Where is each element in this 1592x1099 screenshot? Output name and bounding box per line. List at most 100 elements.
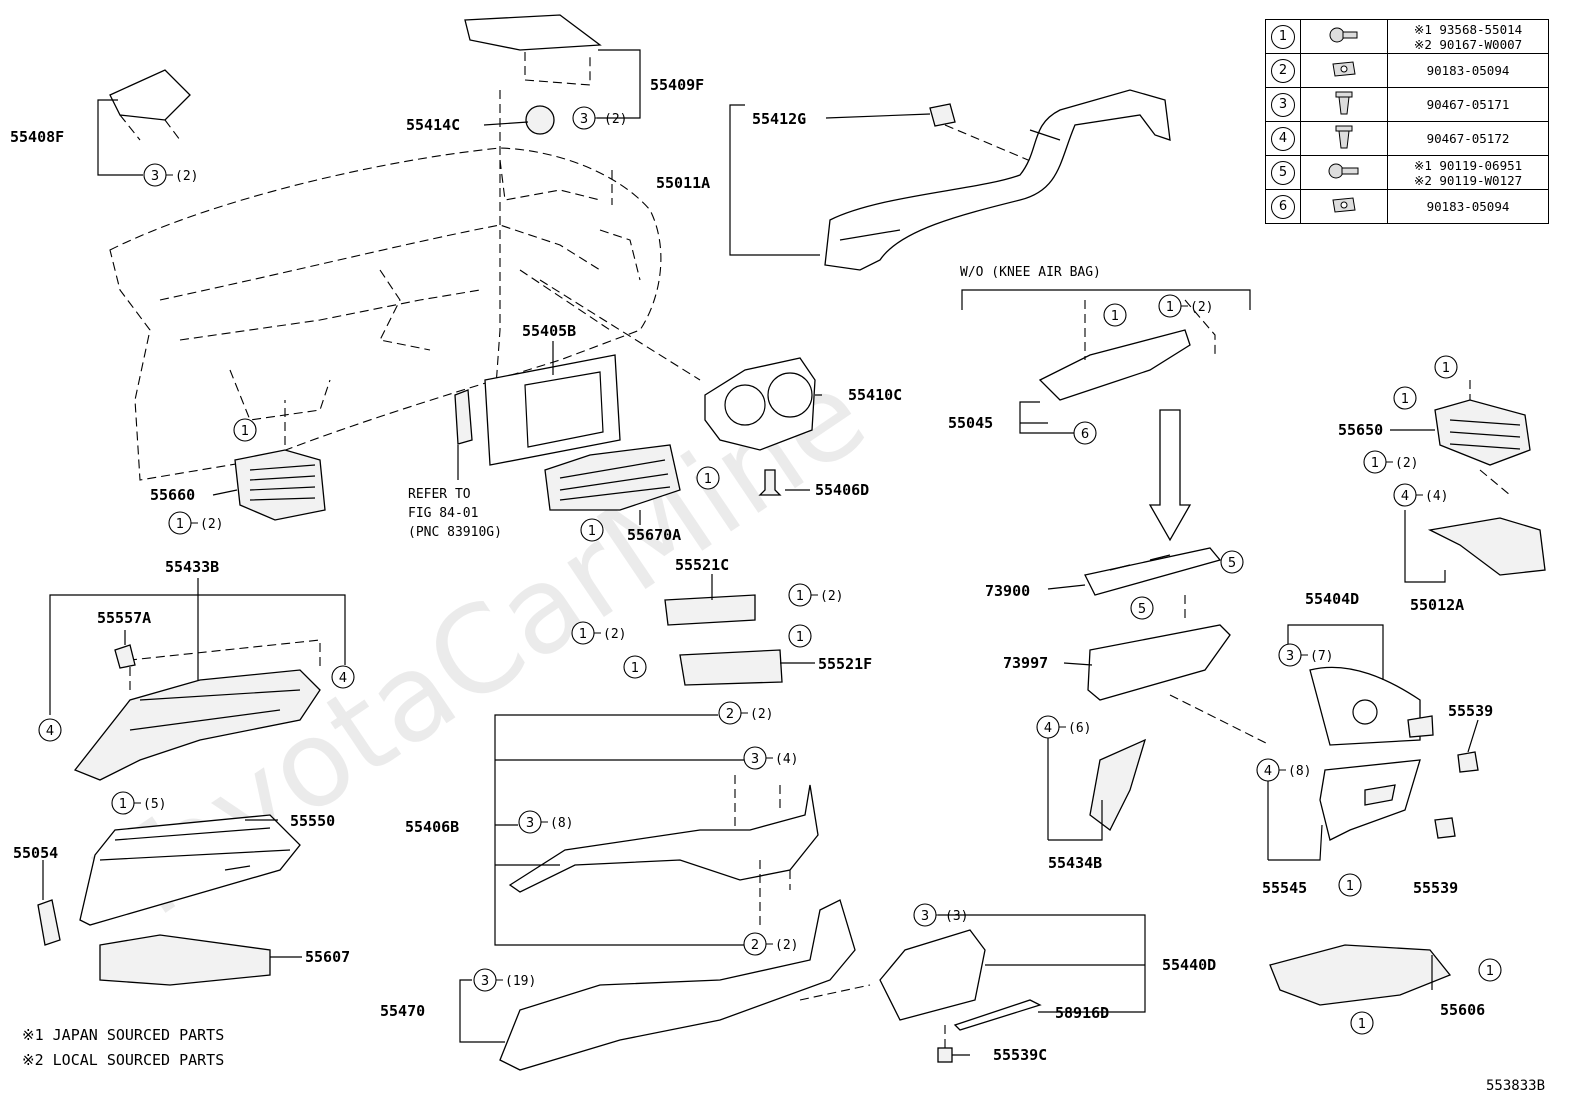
label-55412G[interactable]: 55412G: [752, 110, 806, 128]
callout-c1[interactable]: 3(2): [143, 163, 198, 187]
callout-c3[interactable]: 1: [1103, 303, 1127, 327]
callout-c6[interactable]: 1: [1393, 386, 1417, 410]
legend-part-cell[interactable]: ※1 93568-55014※2 90167-W0007: [1387, 19, 1549, 54]
label-55414C[interactable]: 55414C: [406, 116, 460, 134]
label-55440D[interactable]: 55440D: [1162, 956, 1216, 974]
callout-c17[interactable]: 1: [623, 655, 647, 679]
legend-part-cell[interactable]: 90467-05171: [1387, 87, 1549, 122]
label-73900[interactable]: 73900: [985, 582, 1030, 600]
callout-c22[interactable]: 5: [1130, 596, 1154, 620]
callout-c34[interactable]: 1: [1350, 1011, 1374, 1035]
label-55406B[interactable]: 55406B: [405, 818, 459, 836]
label-55410C[interactable]: 55410C: [848, 386, 902, 404]
label-55521F[interactable]: 55521F: [818, 655, 872, 673]
label-55405B[interactable]: 55405B: [522, 322, 576, 340]
legend-icon-cell: [1300, 121, 1388, 156]
label-55550[interactable]: 55550: [290, 812, 335, 830]
label-55012A[interactable]: 55012A: [1410, 596, 1464, 614]
label-55408F[interactable]: 55408F: [10, 128, 64, 146]
label-55650[interactable]: 55650: [1338, 421, 1383, 439]
callout-number: 2: [726, 707, 734, 722]
callout-c32[interactable]: 3(19): [473, 968, 536, 992]
legend-part-number: 90183-05094: [1426, 63, 1510, 78]
callout-number: 3: [151, 169, 159, 184]
callout-c26[interactable]: 3(8): [518, 810, 573, 834]
callout-number: 2: [751, 938, 759, 953]
callout-c16[interactable]: 1: [788, 624, 812, 648]
legend-part-cell[interactable]: 90467-05172: [1387, 121, 1549, 156]
label-55607[interactable]: 55607: [305, 948, 350, 966]
dashboard-outline: [109, 147, 662, 481]
label-55406D[interactable]: 55406D: [815, 481, 869, 499]
push-clip-icon: [1327, 90, 1361, 119]
label-55433B[interactable]: 55433B: [165, 558, 219, 576]
label-55539-lower[interactable]: 55539: [1413, 879, 1458, 897]
callout-c24[interactable]: 2(2): [718, 701, 773, 725]
part-58916D-shape: [953, 999, 1042, 1031]
label-55045[interactable]: 55045: [948, 414, 993, 432]
label-73997[interactable]: 73997: [1003, 654, 1048, 672]
callout-quantity: (2): [820, 589, 843, 604]
callout-c31[interactable]: 3 (3): [913, 903, 968, 927]
label-55545[interactable]: 55545: [1262, 879, 1307, 897]
label-55606[interactable]: 55606: [1440, 1001, 1485, 1019]
callout-c15[interactable]: 1(2): [571, 621, 626, 645]
callout-c19[interactable]: 4: [331, 665, 355, 689]
legend-part-cell[interactable]: 90183-05094: [1387, 53, 1549, 88]
callout-quantity: (3): [945, 909, 968, 924]
legend-part-cell[interactable]: 90183-05094: [1387, 189, 1549, 224]
callout-c5[interactable]: 1: [1434, 355, 1458, 379]
callout-c27[interactable]: 2(2): [743, 932, 798, 956]
callout-circle: [1393, 386, 1417, 410]
callout-c7[interactable]: 1: [233, 418, 257, 442]
label-58916D[interactable]: 58916D: [1055, 1004, 1109, 1022]
label-55660[interactable]: 55660: [150, 486, 195, 504]
callout-c29[interactable]: 4(8): [1256, 758, 1311, 782]
legend-number: 2: [1271, 58, 1295, 83]
callout-c30[interactable]: 1: [1338, 873, 1362, 897]
label-55011A[interactable]: 55011A: [656, 174, 710, 192]
callout-number: 4: [1264, 764, 1272, 779]
label-55670A[interactable]: 55670A: [627, 526, 681, 544]
callout-c10[interactable]: 1: [696, 466, 720, 490]
label-55557A[interactable]: 55557A: [97, 609, 151, 627]
callout-c23[interactable]: 3(7): [1278, 643, 1333, 667]
callout-number: 3: [921, 909, 929, 924]
nut-clip-icon: [1327, 194, 1361, 219]
callout-c8[interactable]: 1(2): [168, 511, 223, 535]
callout-number: 1: [1166, 300, 1174, 315]
note-japan-sourced: ※1 JAPAN SOURCED PARTS: [22, 1026, 224, 1044]
label-55470[interactable]: 55470: [380, 1002, 425, 1020]
label-55054[interactable]: 55054: [13, 844, 58, 862]
label-55434B[interactable]: 55434B: [1048, 854, 1102, 872]
callout-c21[interactable]: 5: [1220, 550, 1244, 574]
callout-circle: [38, 718, 62, 742]
part-55606-shape: [1269, 944, 1452, 1006]
refer-bracket-shape: [454, 389, 473, 445]
callout-c18[interactable]: 4: [38, 718, 62, 742]
callout-circle: [331, 665, 355, 689]
callout-c20[interactable]: 1(5): [111, 791, 166, 815]
callout-c28[interactable]: 4(6): [1036, 715, 1091, 739]
callout-number: 1: [1401, 392, 1409, 407]
callout-circle: [580, 518, 604, 542]
label-55539-upper[interactable]: 55539: [1448, 702, 1493, 720]
part-55539a-shape: [1457, 751, 1479, 773]
callout-c12[interactable]: 1(2): [1363, 450, 1418, 474]
callout-c25[interactable]: 3(4): [743, 746, 798, 770]
label-55521C[interactable]: 55521C: [675, 556, 729, 574]
label-55539C[interactable]: 55539C: [993, 1046, 1047, 1064]
callout-c14[interactable]: 1(2): [788, 583, 843, 607]
label-55404D[interactable]: 55404D: [1305, 590, 1359, 608]
legend-part-cell[interactable]: ※1 90119-06951※2 90119-W0127: [1387, 155, 1549, 190]
callout-c2[interactable]: 3(2): [572, 106, 627, 130]
callout-c33[interactable]: 1: [1478, 958, 1502, 982]
callout-c11[interactable]: 1: [580, 518, 604, 542]
callout-c9[interactable]: 6: [1073, 421, 1097, 445]
callout-c13[interactable]: 4(4): [1393, 483, 1448, 507]
callout-c4[interactable]: 1(2): [1158, 294, 1213, 318]
label-55409F[interactable]: 55409F: [650, 76, 704, 94]
